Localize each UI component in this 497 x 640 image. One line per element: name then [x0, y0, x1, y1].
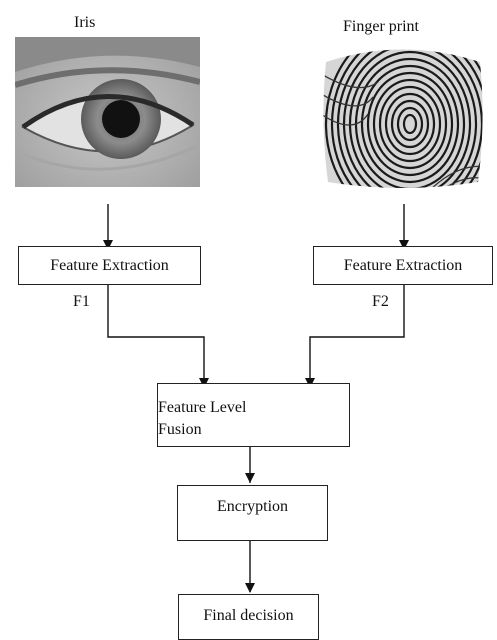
arrow-f2-to-fusion [309, 285, 405, 378]
fingerprint-label: Finger print [343, 18, 419, 35]
iris-label: Iris [74, 14, 96, 31]
fingerprint-photo-icon [318, 42, 488, 192]
feature-level-fusion-box: Feature Level Fusion [157, 383, 350, 447]
final-decision-box: Final decision [178, 594, 319, 640]
feature-extraction-right-box: Feature Extraction [313, 246, 493, 285]
f1-label: F1 [73, 293, 90, 310]
f2-label: F2 [372, 293, 389, 310]
eye-photo-icon [15, 37, 200, 187]
feature-extraction-left-box: Feature Extraction [18, 246, 201, 285]
fusion-line1: Feature Level [158, 399, 247, 417]
arrow-f1-to-fusion [107, 285, 205, 378]
fusion-line2: Fusion [158, 421, 202, 438]
encryption-box: Encryption [177, 485, 328, 541]
